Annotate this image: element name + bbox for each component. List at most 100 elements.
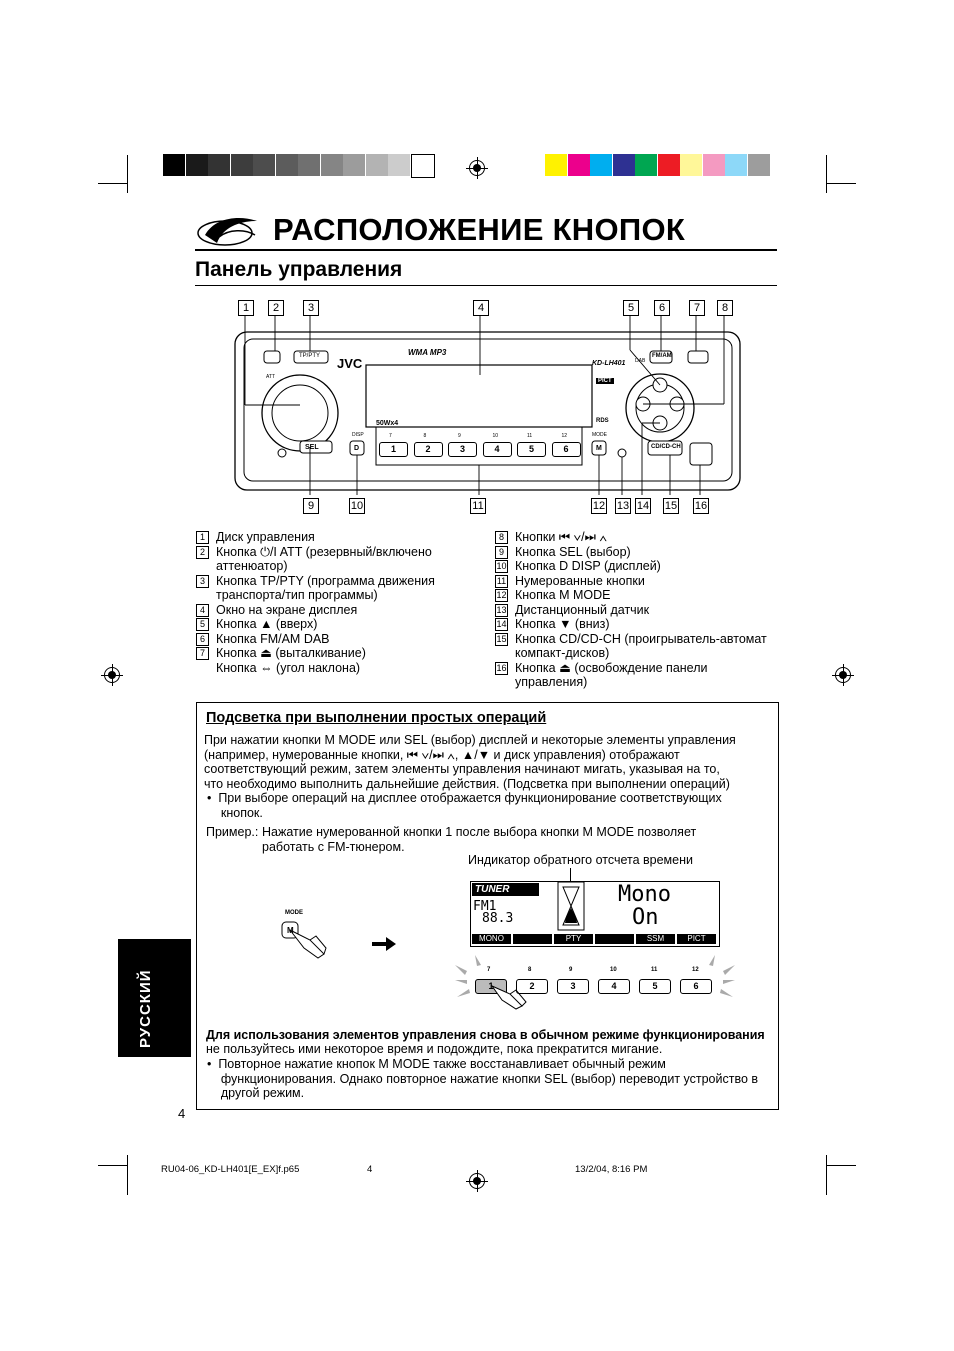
color-swatch — [657, 154, 680, 176]
legend-number: 13 — [495, 603, 508, 617]
section-logo-icon — [197, 217, 257, 246]
rds-label: RDS — [596, 418, 609, 424]
illustrated-preset-alt: 11 — [651, 967, 658, 973]
d-label: D — [354, 445, 360, 452]
crop-mark — [127, 155, 128, 193]
legend-text: Кнопка ▼ (вниз) — [515, 617, 610, 631]
legend-text: Кнопка TP/PTY (программа движения трансп… — [216, 573, 435, 603]
legend-text: Окно на экране дисплея — [216, 602, 358, 617]
legend-number: 9 — [495, 545, 508, 559]
illustrated-preset-button: 5 — [639, 979, 671, 994]
legend-text: Кнопка D DISP (дисплей) — [515, 559, 661, 573]
legend-number: 5 — [196, 618, 209, 631]
note-line: не пользуйтесь ими некоторое время и под… — [206, 1042, 663, 1056]
footer-date: 13/2/04, 8:16 PM — [575, 1164, 648, 1175]
registration-mark-icon — [101, 664, 123, 686]
callout-4: 4 — [473, 300, 489, 316]
illustrated-preset-alt: 12 — [692, 967, 699, 973]
device-model: KD-LH401 — [592, 360, 626, 367]
legend-text: Кнопки ⏮ ∨/⏭ ∧ — [515, 530, 607, 544]
callout-10: 10 — [349, 498, 365, 514]
info-box-heading: Подсветка при выполнении простых операци… — [206, 710, 547, 726]
legend-text: Кнопка ⏻/I ATT (резервный/включено аттен… — [216, 544, 432, 574]
gray-swatch — [208, 154, 230, 176]
legend-number: 12 — [495, 589, 508, 602]
disp-label: DISP — [352, 432, 364, 438]
finger-pressing-preset-icon — [490, 984, 527, 1010]
device-preset-alt: 12 — [561, 433, 568, 439]
callout-1: 1 — [238, 300, 254, 316]
gray-swatch — [275, 154, 298, 176]
color-swatch — [725, 154, 747, 176]
callout-12: 12 — [591, 498, 607, 514]
crop-mark — [127, 1155, 128, 1195]
title-rule — [195, 249, 777, 251]
illustrated-preset-alt: 7 — [487, 967, 491, 973]
crop-mark — [98, 1165, 128, 1166]
indicator-caption: Индикатор обратного отсчета времени — [468, 853, 693, 867]
dab-label: DAB — [635, 358, 646, 364]
legend-item: 2 Кнопка ⏻/I ATT (резервный/включено атте… — [196, 545, 486, 574]
finger-pressing-mode-icon — [281, 921, 327, 959]
legend-number: 2 — [196, 545, 209, 559]
legend-number: 8 — [495, 531, 508, 544]
lcd-tab: PICT — [677, 934, 716, 944]
legend-text: Кнопка FM/AM DAB — [216, 631, 330, 646]
illustrated-preset-alt: 9 — [569, 967, 573, 973]
device-preset-button: 6 — [551, 442, 581, 457]
illustrated-preset-button: 2 — [516, 979, 548, 994]
legend-number: 16 — [495, 661, 508, 675]
lcd-tab: MONO — [472, 934, 511, 944]
legend-text: Кнопка CD/CD-CH (проигрыватель-автомат к… — [515, 631, 767, 661]
color-swatch — [702, 154, 725, 176]
tp-pty-label: TP/PTY — [299, 353, 321, 359]
legend-item: 9 Кнопка SEL (выбор) — [495, 545, 785, 560]
device-preset-alt: 8 — [423, 433, 427, 439]
color-swatch — [567, 154, 590, 176]
callout-14: 14 — [635, 498, 651, 514]
hourglass-icon — [557, 881, 585, 931]
illustrated-preset-alt: 10 — [610, 967, 617, 973]
legend-number: 11 — [495, 574, 508, 588]
registration-mark-icon — [832, 664, 854, 686]
example-label: Пример.: — [206, 825, 259, 839]
device-preset-button: 4 — [482, 442, 512, 457]
legend-number: 6 — [196, 632, 209, 646]
color-swatch — [635, 154, 657, 176]
color-swatch — [747, 154, 770, 176]
cd-label: CD/CD-CH — [651, 444, 681, 450]
legend-text: Диск управления — [216, 530, 315, 544]
callout-2: 2 — [268, 300, 284, 316]
info-box — [196, 702, 779, 1110]
bold-note: Для использования элементов управления с… — [206, 1028, 765, 1042]
example-text: Нажатие нумерованной кнопки 1 после выбо… — [262, 825, 697, 854]
lcd-tab: SSM — [636, 934, 675, 944]
footer-page: 4 — [367, 1164, 373, 1175]
gray-swatch — [253, 154, 275, 176]
crop-mark — [826, 155, 827, 193]
device-preset-button: 3 — [448, 442, 477, 457]
crop-mark — [826, 183, 856, 184]
legend-text: Кнопка SEL (выбор) — [515, 544, 631, 559]
illustrated-preset-button: 6 — [680, 979, 712, 994]
legend-text: Кнопка ⏏ (выталкивание) Кнопка ⇔ (угол н… — [216, 646, 366, 675]
device-preset-button: 2 — [413, 442, 443, 457]
device-preset-button: 1 — [379, 442, 408, 457]
callout-16: 16 — [693, 498, 709, 514]
legend-number: 7 — [196, 647, 209, 660]
gray-swatch — [410, 154, 435, 178]
arrow-right-icon — [372, 937, 396, 951]
lcd-tab — [513, 934, 552, 944]
info-paragraph: При нажатии кнопки M MODE или SEL (выбор… — [204, 733, 736, 791]
mode-button-letter: M — [287, 926, 294, 935]
device-brand: JVC — [337, 356, 363, 371]
color-swatch — [680, 154, 702, 176]
